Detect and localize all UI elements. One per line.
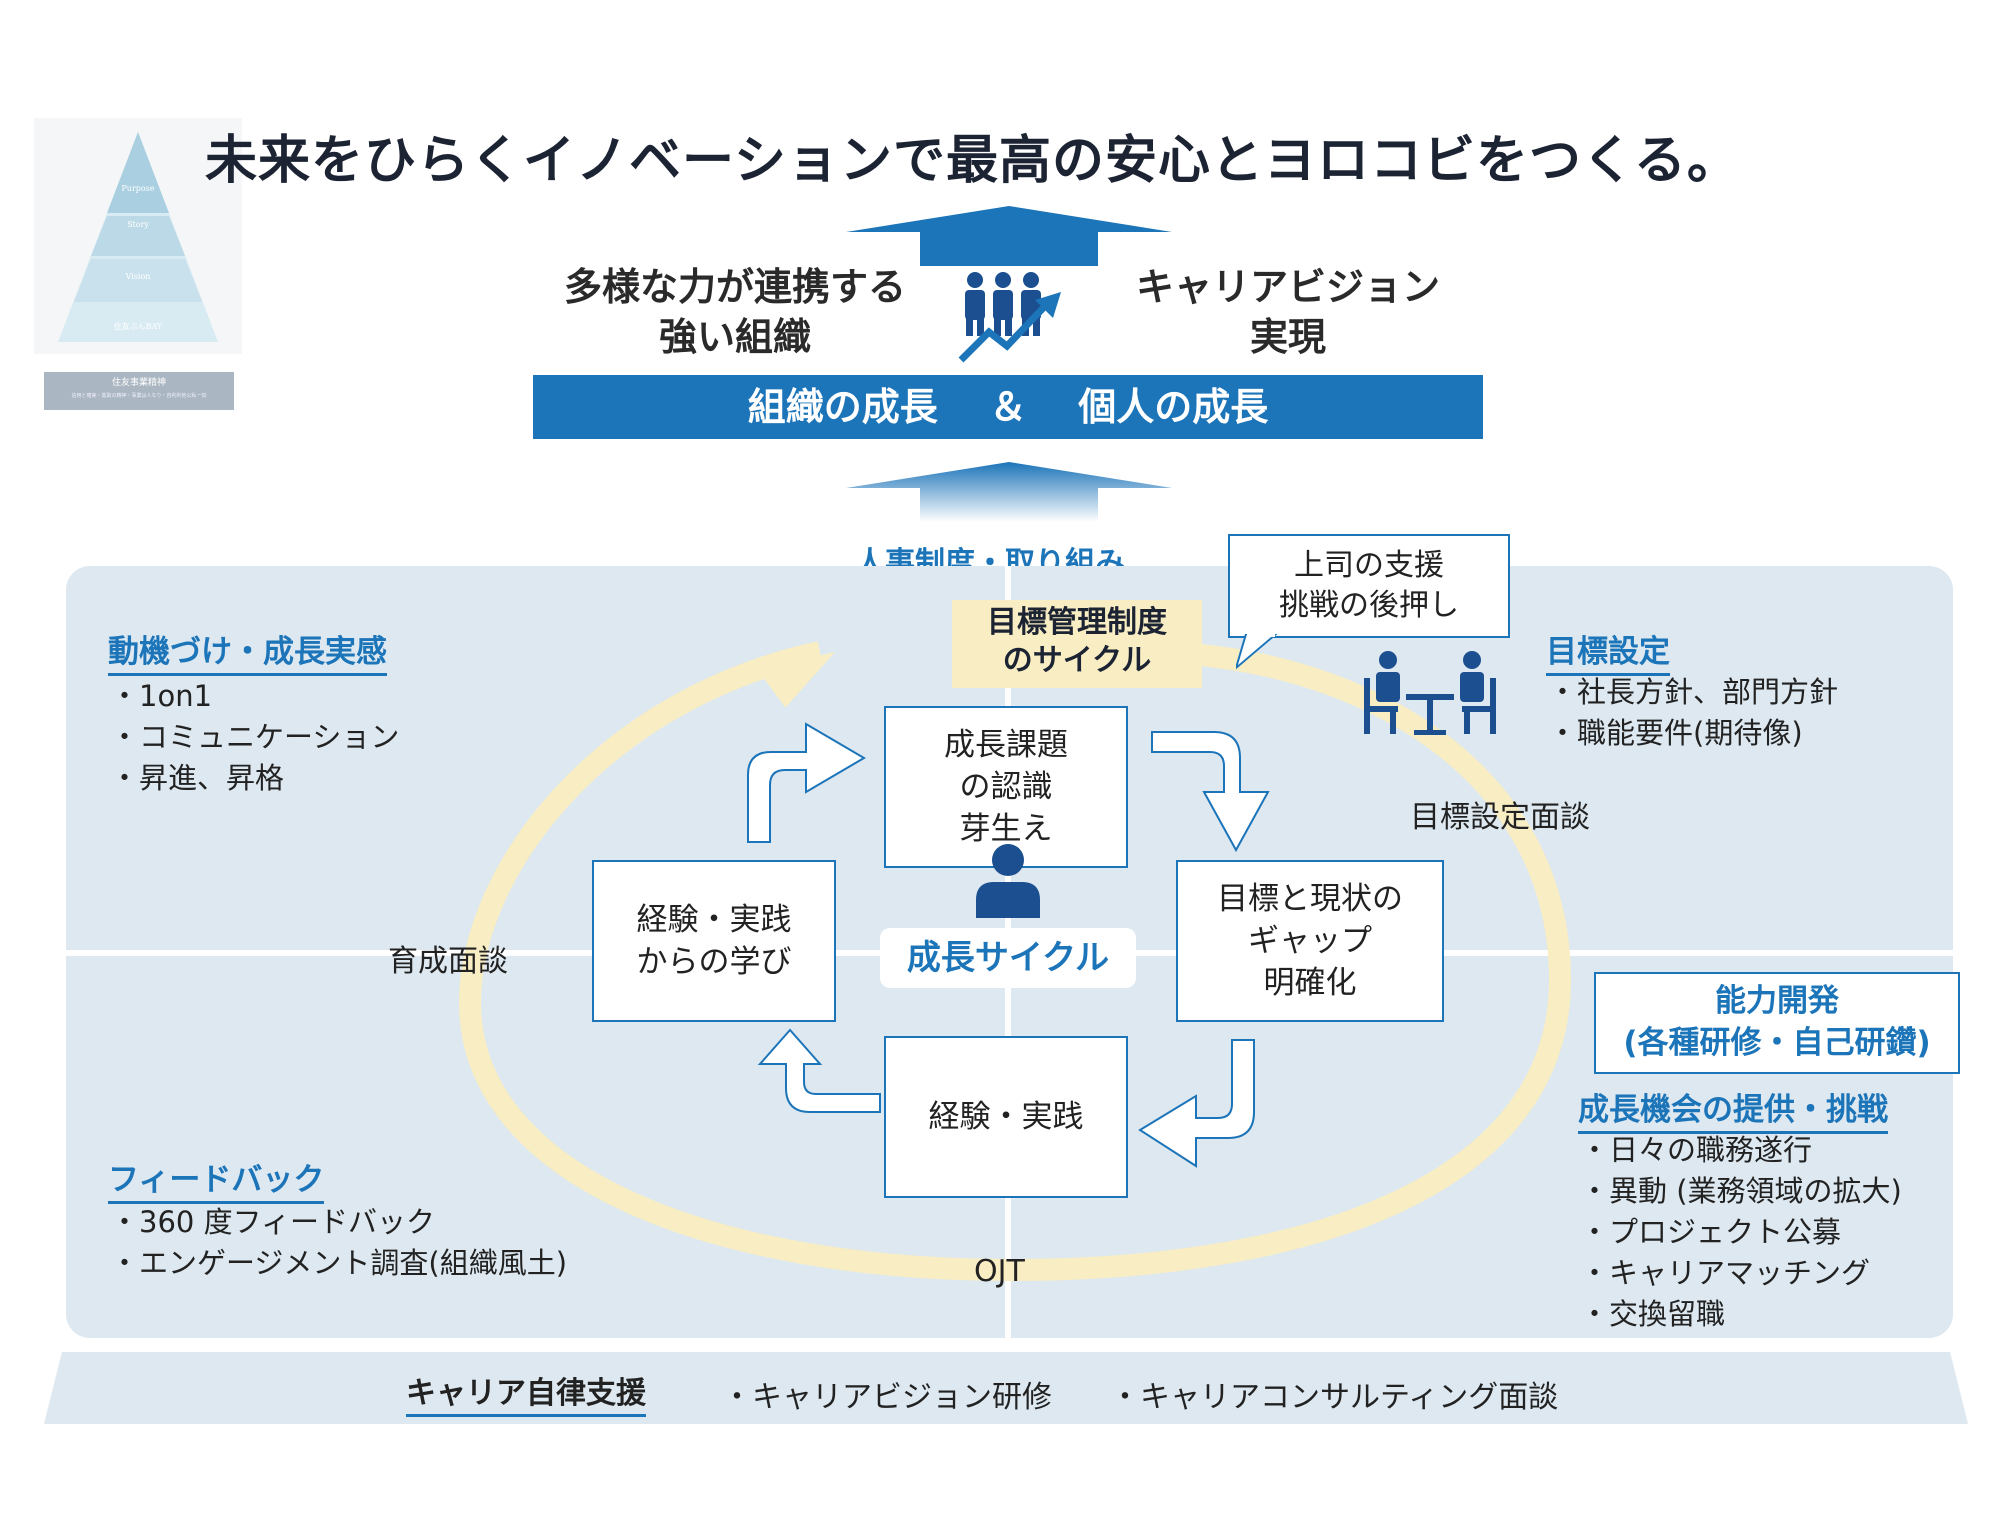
mbo-line-2: のサイクル — [1002, 643, 1152, 678]
cycle-bottom-line-1: 経験・実践 — [928, 1099, 1084, 1135]
list-item: ・キャリアマッチング — [1580, 1256, 1871, 1290]
ability-line-2: (各種研修・自己研鑽) — [1623, 1025, 1931, 1061]
strong-organization-text: 多様な力が連携する 強い組織 — [540, 262, 930, 362]
support-speech-bubble: 上司の支援 挑戦の後押し — [1228, 534, 1510, 638]
cycle-right-line-1: 目標と現状の — [1217, 881, 1403, 917]
cycle-right-line-3: 明確化 — [1263, 965, 1357, 1001]
team-growth-icon — [958, 272, 1061, 363]
cycle-top-line-2: の認識 — [959, 769, 1053, 805]
motivation-list: ・1on1 ・コミュニケーション ・昇進、昇格 — [110, 676, 399, 799]
mbo-line-1: 目標管理制度 — [987, 605, 1167, 640]
feedback-list: ・360 度フィードバック ・エンゲージメント調査(組織風土) — [110, 1202, 567, 1284]
list-item: ・360 度フィードバック — [110, 1205, 435, 1239]
pyramid-level-story: Story — [127, 220, 149, 229]
pyramid-level-base: 住友ぶんBAY — [113, 322, 163, 331]
ojt-label: OJT — [974, 1254, 1025, 1289]
list-item: ・1on1 — [110, 679, 213, 713]
cycle-box-awareness: 成長課題 の認識 芽生え — [884, 706, 1128, 868]
cycle-left-line-1: 経験・実践 — [636, 902, 792, 938]
cycle-top-line-3: 芽生え — [959, 811, 1053, 847]
career-vision-training: ・キャリアビジョン研修 — [722, 1380, 1052, 1415]
caption-subtitle: 信用と確実・進取の精神・事業は人なり・自利利他公私一如 — [71, 393, 207, 399]
top-left-line-1: 多様な力が連携する — [563, 265, 906, 309]
bubble-line-1: 上司の支援 — [1294, 548, 1444, 583]
cycle-left-line-2: からの学び — [636, 944, 792, 980]
speech-bubble-tail — [1236, 634, 1278, 670]
opportunity-list: ・日々の職務遂行 ・異動 (業務領域の拡大) ・プロジェクト公募 ・キャリアマッ… — [1580, 1130, 1902, 1335]
pyramid-level-purpose: Purpose — [121, 184, 155, 193]
list-item: ・社長方針、部門方針 — [1548, 675, 1839, 709]
growth-cycle-label: 成長サイクル — [880, 928, 1136, 988]
goal-setting-heading: 目標設定 — [1546, 626, 1670, 676]
cycle-box-gap: 目標と現状の ギャップ 明確化 — [1176, 860, 1444, 1022]
list-item: ・コミュニケーション — [110, 720, 400, 754]
top-left-line-2: 強い組織 — [658, 315, 811, 359]
up-arrow-top — [846, 206, 1172, 266]
mbo-cycle-ring — [458, 641, 1572, 1282]
caption-title: 住友事業精神 — [111, 378, 166, 388]
list-item: ・エンゲージメント調査(組織風土) — [110, 1246, 568, 1280]
list-item: ・職能要件(期待像) — [1548, 716, 1803, 750]
list-item: ・プロジェクト公募 — [1580, 1215, 1842, 1249]
career-support-band — [44, 1352, 1968, 1424]
list-item: ・日々の職務遂行 — [1580, 1133, 1813, 1167]
bubble-line-2: 挑戦の後押し — [1279, 588, 1459, 623]
feedback-heading: フィードバック — [108, 1154, 325, 1204]
top-right-line-1: キャリアビジョン — [1135, 265, 1440, 309]
development-interview-label: 育成面談 — [388, 944, 508, 979]
career-autonomy-heading: キャリア自律支援 — [406, 1368, 646, 1417]
person-icon — [976, 844, 1040, 918]
cycle-right-line-2: ギャップ — [1248, 923, 1372, 959]
page-title: 未来をひらくイノベーションで最高の安心とヨロコビをつくる。 — [205, 131, 1740, 191]
pyramid-level-vision: Vision — [125, 272, 151, 281]
cycle-top-line-1: 成長課題 — [944, 727, 1068, 763]
motivation-heading: 動機づけ・成長実感 — [108, 626, 387, 676]
top-right-line-2: 実現 — [1249, 315, 1326, 359]
meeting-icon — [1364, 651, 1496, 735]
career-consulting-interview: ・キャリアコンサルティング面談 — [1110, 1380, 1559, 1415]
pyramid-thumbnail: Purpose Story Vision 住友ぶんBAY — [34, 118, 242, 354]
list-item: ・交換留職 — [1580, 1297, 1726, 1331]
career-vision-text: キャリアビジョン 実現 — [1108, 262, 1468, 362]
pyramid-graphic — [58, 132, 218, 342]
pyramid-caption: 住友事業精神 信用と確実・進取の精神・事業は人なり・自利利他公私一如 — [44, 372, 234, 410]
cycle-box-practice: 経験・実践 — [884, 1036, 1128, 1198]
up-arrow-bottom — [846, 462, 1172, 522]
list-item: ・異動 (業務領域の拡大) — [1580, 1174, 1902, 1208]
mbo-cycle-label: 目標管理制度 のサイクル — [952, 600, 1202, 688]
ability-development-box: 能力開発 (各種研修・自己研鑽) — [1594, 972, 1960, 1074]
growth-banner: 組織の成長 ＆ 個人の成長 — [533, 375, 1483, 439]
ability-line-1: 能力開発 — [1715, 983, 1839, 1019]
list-item: ・昇進、昇格 — [110, 761, 285, 795]
goal-setting-interview-label: 目標設定面談 — [1410, 800, 1590, 835]
opportunity-heading: 成長機会の提供・挑戦 — [1578, 1084, 1888, 1134]
goal-setting-list: ・社長方針、部門方針 ・職能要件(期待像) — [1548, 672, 1838, 754]
cycle-box-learning: 経験・実践 からの学び — [592, 860, 836, 1022]
